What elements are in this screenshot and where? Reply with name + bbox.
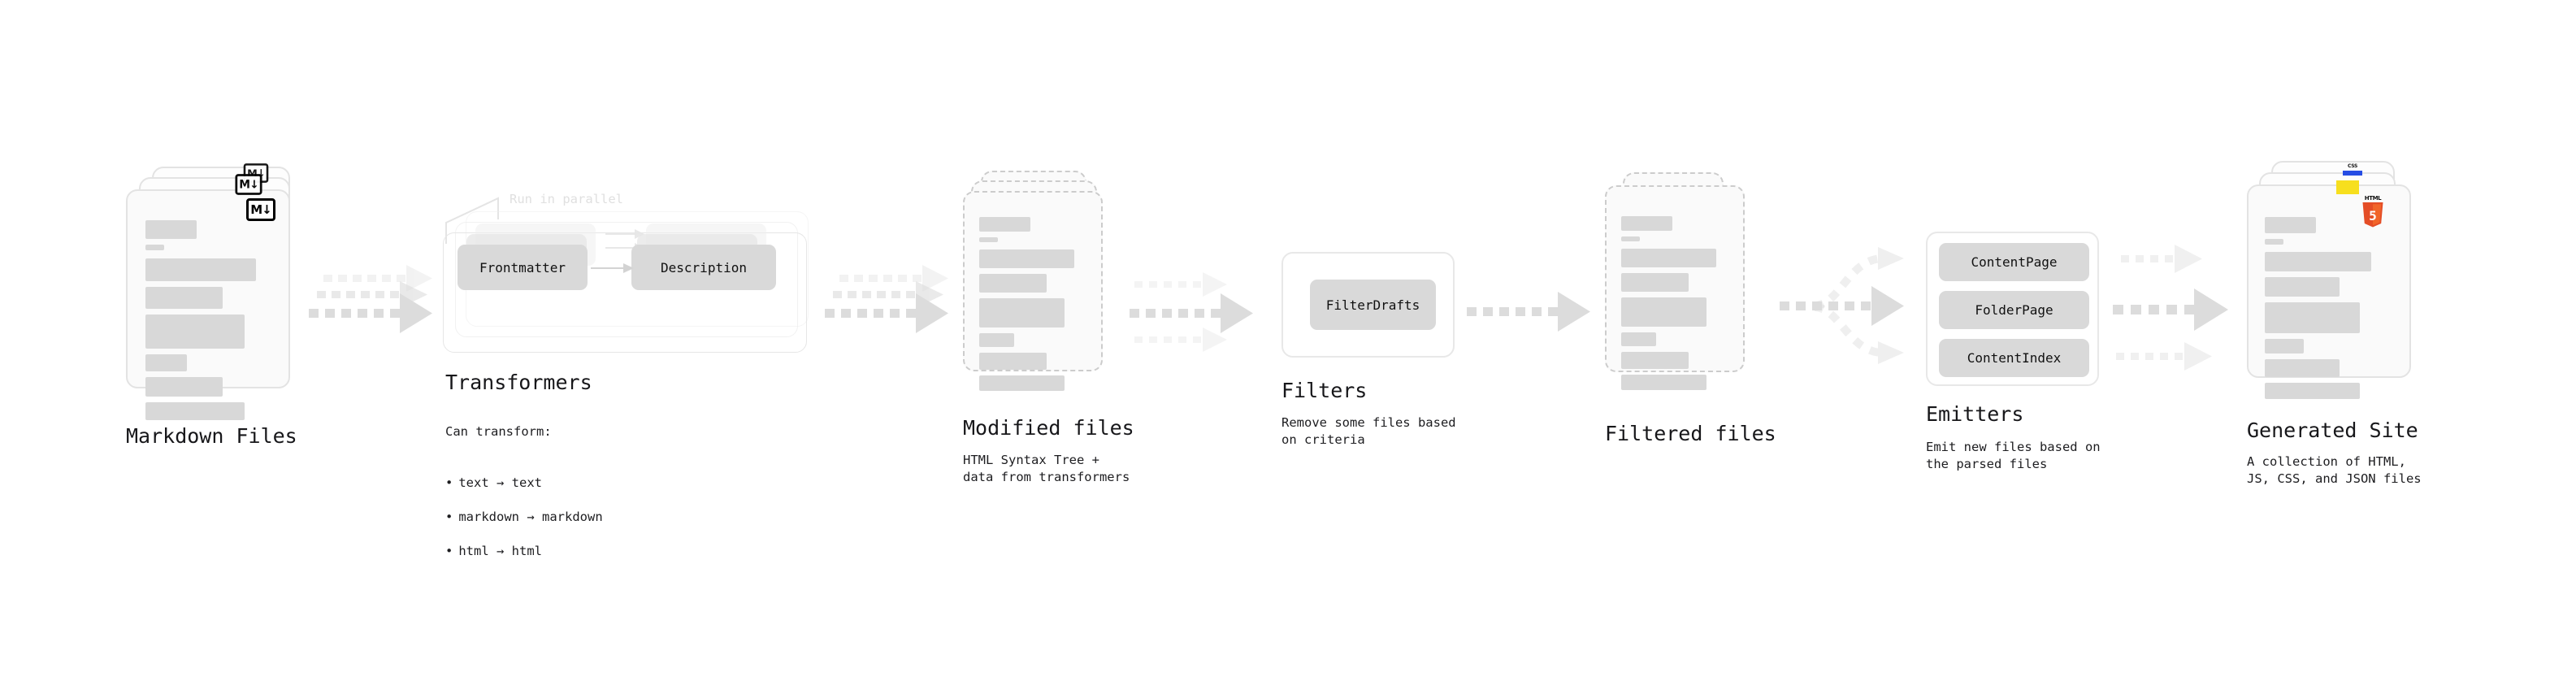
- stage-title-markdown-files: Markdown Files: [126, 424, 297, 448]
- card-sheet-front: [2247, 184, 2411, 399]
- emitter-chip-label: FolderPage: [1975, 302, 2053, 318]
- placeholder-lines: [2265, 217, 2395, 405]
- card-sheet-front: [1605, 185, 1745, 390]
- line-row: [2265, 239, 2283, 245]
- stage-caption-generated-site: A collection of HTML, JS, CSS, and JSON …: [2247, 454, 2422, 486]
- line-row: [1621, 273, 1689, 292]
- arrow-filters-to-filtered: [1467, 284, 1601, 341]
- emitter-chip-label: ContentPage: [1971, 254, 2058, 270]
- line-row: [2265, 252, 2371, 271]
- filters-box: FilterDrafts: [1281, 252, 1455, 358]
- line-row: [1621, 236, 1640, 241]
- modified-files-card: [963, 171, 1150, 439]
- line-row: [979, 237, 998, 242]
- filtered-files-card: [1605, 172, 1792, 440]
- placeholder-lines: [145, 220, 274, 426]
- placeholder-lines: [979, 217, 1086, 397]
- stage-title-filtered-files: Filtered files: [1605, 422, 1776, 445]
- emitter-chip-contentindex[interactable]: ContentIndex: [1939, 339, 2089, 377]
- line-row: [145, 402, 245, 420]
- line-row: [2265, 383, 2360, 399]
- line-row: [145, 245, 164, 250]
- line-row: [145, 220, 197, 239]
- stage-caption-modified-files: HTML Syntax Tree + data from transformer…: [963, 453, 1130, 484]
- line-row: [1621, 297, 1706, 327]
- line-row: [2265, 302, 2360, 333]
- stage-caption-transformers: Can transform: text → text markdown → ma…: [445, 406, 603, 594]
- caption-head: Can transform:: [445, 424, 552, 439]
- stage-caption-emitters: Emit new files based on the parsed files: [1926, 440, 2101, 471]
- emitter-chip-folderpage[interactable]: FolderPage: [1939, 291, 2089, 329]
- line-row: [1621, 249, 1716, 267]
- stage-title-filters: Filters: [1281, 379, 1368, 402]
- line-row: [979, 298, 1065, 327]
- filter-chip-filterdrafts[interactable]: FilterDrafts: [1310, 280, 1436, 330]
- line-row: [979, 217, 1030, 232]
- transformer-shell-back-1: [455, 222, 798, 337]
- markdown-badge: M↓: [246, 198, 275, 221]
- transformer-chip-label: Description: [661, 259, 747, 275]
- stage-title-generated-site: Generated Site: [2247, 419, 2418, 442]
- placeholder-lines: [1621, 216, 1728, 396]
- line-row: [979, 333, 1014, 347]
- transformer-inner-arrow: [591, 263, 634, 273]
- line-row: [1621, 352, 1689, 369]
- line-row: [1621, 216, 1672, 231]
- svg-text:5: 5: [2369, 208, 2377, 223]
- list-item: text → text: [445, 475, 603, 492]
- list-item: html → html: [445, 543, 603, 560]
- transformer-chip-label: Frontmatter: [479, 259, 566, 275]
- markdown-files-card: M↓ M↓ M↓: [126, 163, 313, 435]
- stage-title-modified-files: Modified files: [963, 416, 1134, 440]
- stage-title-transformers: Transformers: [445, 371, 592, 394]
- line-row: [2265, 277, 2340, 297]
- html5-badge-text: HTML: [2364, 195, 2382, 202]
- run-in-parallel-bracket: [445, 197, 499, 244]
- arrow-transformers-to-modified: [825, 265, 967, 345]
- line-row: [979, 249, 1074, 268]
- js-badge: [2336, 180, 2359, 194]
- card-sheet-front: [126, 189, 290, 420]
- stage-title-emitters: Emitters: [1926, 402, 2024, 426]
- arrow-filtered-to-emitters: [1776, 228, 1934, 386]
- card-sheet-front: [963, 191, 1103, 391]
- css-badge: CSS: [2343, 163, 2362, 176]
- line-row: [145, 314, 245, 349]
- line-row: [145, 354, 187, 371]
- line-row: [2265, 359, 2340, 377]
- line-row: [1621, 332, 1656, 346]
- css-badge-text: CSS: [2348, 163, 2357, 169]
- line-row: [2265, 217, 2316, 233]
- line-row: [979, 353, 1047, 370]
- generated-site-card: CSS HTML 5: [2247, 161, 2442, 437]
- emitter-chip-contentpage[interactable]: ContentPage: [1939, 243, 2089, 281]
- html5-icon: HTML 5: [2361, 195, 2385, 228]
- arrow-emitters-to-site: [2113, 232, 2255, 386]
- line-row: [145, 287, 223, 309]
- transformers-group: Run in parallel Frontmatter Description: [443, 192, 825, 364]
- line-row: [145, 258, 256, 281]
- transformer-chip-description[interactable]: Description: [631, 245, 776, 290]
- emitters-box: ContentPage FolderPage ContentIndex: [1926, 232, 2099, 386]
- filter-chip-label: FilterDrafts: [1325, 297, 1420, 313]
- line-row: [1621, 375, 1706, 390]
- line-row: [2265, 339, 2304, 354]
- arrow-modified-to-filters: [1130, 272, 1264, 352]
- run-in-parallel-label: Run in parallel: [510, 192, 623, 206]
- markdown-badge-text: M↓: [250, 202, 271, 217]
- markdown-badge: M↓: [235, 174, 262, 195]
- arrow-markdown-to-transformers: [309, 265, 451, 345]
- line-row: [979, 274, 1047, 293]
- markdown-badge-text: M↓: [239, 177, 258, 191]
- line-row: [979, 375, 1065, 391]
- transformer-shell-front: [443, 232, 807, 353]
- transform-bullet-list: text → text markdown → markdown html → h…: [445, 458, 603, 577]
- transformer-chip-frontmatter[interactable]: Frontmatter: [458, 245, 588, 290]
- list-item: markdown → markdown: [445, 509, 602, 526]
- line-row: [145, 377, 223, 397]
- stage-caption-filters: Remove some files based on criteria: [1281, 415, 1456, 447]
- emitter-chip-label: ContentIndex: [1967, 350, 2062, 366]
